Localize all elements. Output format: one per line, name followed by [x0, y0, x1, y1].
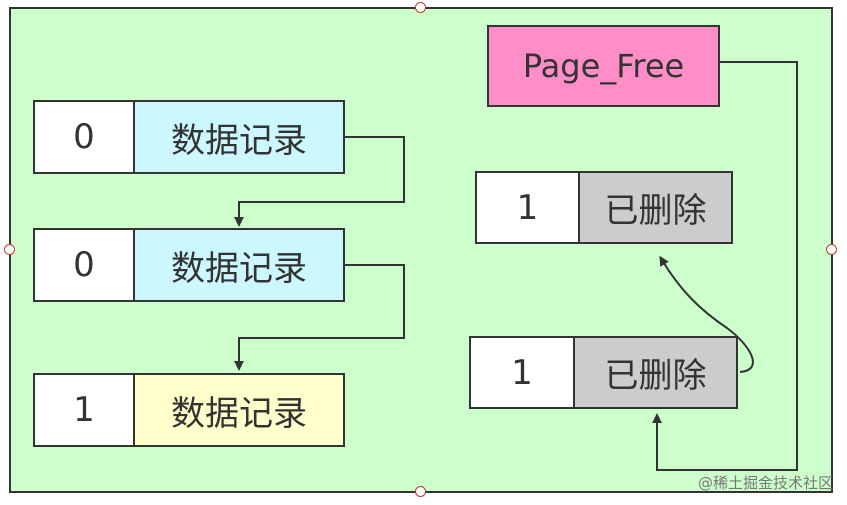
frame-handle-bottom[interactable]	[415, 486, 426, 497]
watermark: @稀土掘金技术社区	[697, 474, 833, 492]
record-3-label: 数据记录	[133, 373, 345, 447]
record-link-arrow-1	[234, 136, 405, 227]
frame-handle-left[interactable]	[4, 244, 15, 255]
record-2-label: 数据记录	[133, 228, 345, 302]
deleted-2-flag: 1	[469, 336, 575, 409]
deleted-1-label: 已删除	[578, 171, 733, 244]
record-1-flag: 0	[33, 100, 135, 174]
record-3-flag: 1	[33, 373, 135, 447]
deleted-2-label: 已删除	[573, 336, 738, 409]
page-free-box: Page_Free	[487, 25, 720, 107]
record-link-arrow-2	[234, 264, 405, 371]
frame-handle-top[interactable]	[415, 2, 426, 13]
deleted-1-flag: 1	[475, 171, 580, 244]
record-1-label: 数据记录	[133, 100, 345, 174]
deleted-link-arrow	[659, 255, 754, 373]
record-2-flag: 0	[33, 228, 135, 302]
frame-handle-right[interactable]	[826, 244, 837, 255]
page-free-pointer-arrow	[652, 61, 798, 471]
